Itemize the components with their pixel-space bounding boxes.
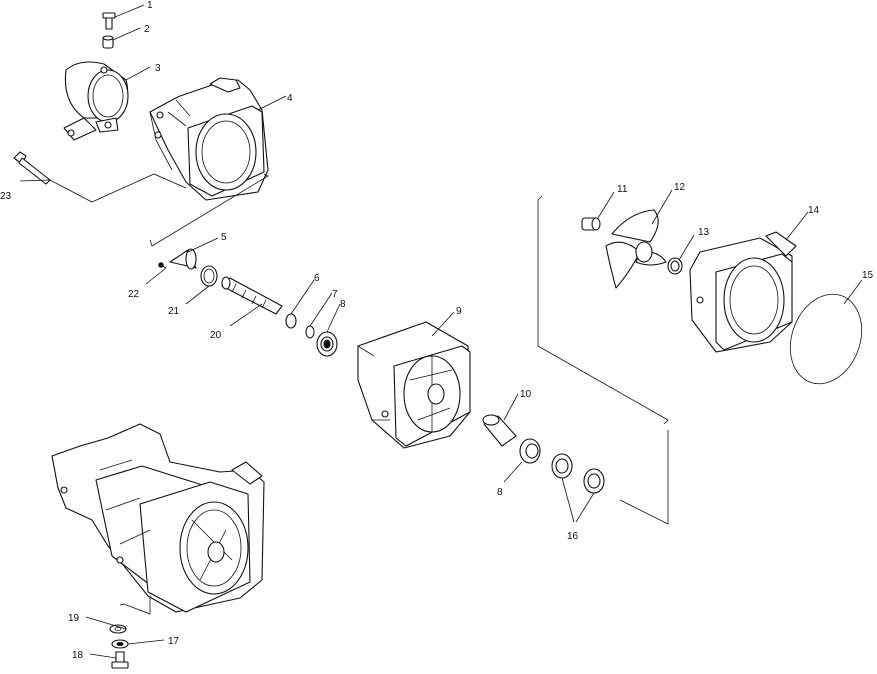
callout-9: 9 (456, 306, 462, 317)
part-17-washer (111, 639, 129, 649)
callout-17: 17 (168, 636, 180, 647)
callout-14: 14 (808, 205, 820, 216)
part-18-bolt (111, 651, 129, 669)
part-3-clamp (63, 61, 129, 141)
part-12-impeller (605, 209, 667, 289)
part-11-bushing (581, 217, 601, 231)
callout-5: 5 (221, 232, 227, 243)
callout-18: 18 (72, 650, 84, 661)
part-14-wear-housing (689, 231, 797, 353)
callout-23: 23 (0, 191, 12, 202)
part-16-seals (551, 453, 605, 494)
part-23-bolt (13, 151, 51, 185)
part-21-oring (200, 265, 218, 287)
callout-4: 4 (287, 93, 293, 104)
part-1-screw (102, 12, 116, 30)
callout-21: 21 (168, 306, 180, 317)
callout-20: 20 (210, 330, 222, 341)
part-8-bearing-upper (316, 331, 338, 357)
part-22-screw (158, 262, 167, 269)
part-7-ring (305, 325, 315, 339)
callout-16: 16 (567, 531, 579, 542)
part-15-gasket (789, 293, 863, 385)
callout-labels: 1 2 3 4 5 6 7 8 9 10 8 16 11 12 13 14 15… (0, 0, 874, 661)
part-2-plug (102, 35, 114, 49)
callout-2: 2 (144, 24, 150, 35)
callout-15: 15 (862, 270, 874, 281)
part-5-cone (169, 248, 197, 270)
callout-12: 12 (674, 182, 686, 193)
leader-lines (19, 4, 863, 659)
callout-7: 7 (332, 289, 338, 300)
part-8-bearing-lower (519, 438, 541, 464)
callout-19: 19 (68, 613, 80, 624)
callout-11: 11 (617, 184, 628, 195)
callout-8a: 8 (340, 299, 346, 310)
part-6-ring (285, 313, 297, 329)
callout-10: 10 (520, 389, 532, 400)
part-13-nut (667, 257, 683, 275)
callout-13: 13 (698, 227, 710, 238)
callout-22: 22 (128, 289, 140, 300)
part-10-sleeve (482, 414, 517, 447)
callout-3: 3 (155, 63, 161, 74)
callout-6: 6 (314, 273, 320, 284)
part-4-housing (149, 77, 269, 201)
part-20-shaft (221, 276, 283, 315)
callout-8b: 8 (497, 487, 503, 498)
part-9-pump-housing (357, 321, 471, 449)
lower-assembly-housing (51, 423, 265, 613)
callout-1: 1 (147, 0, 153, 11)
